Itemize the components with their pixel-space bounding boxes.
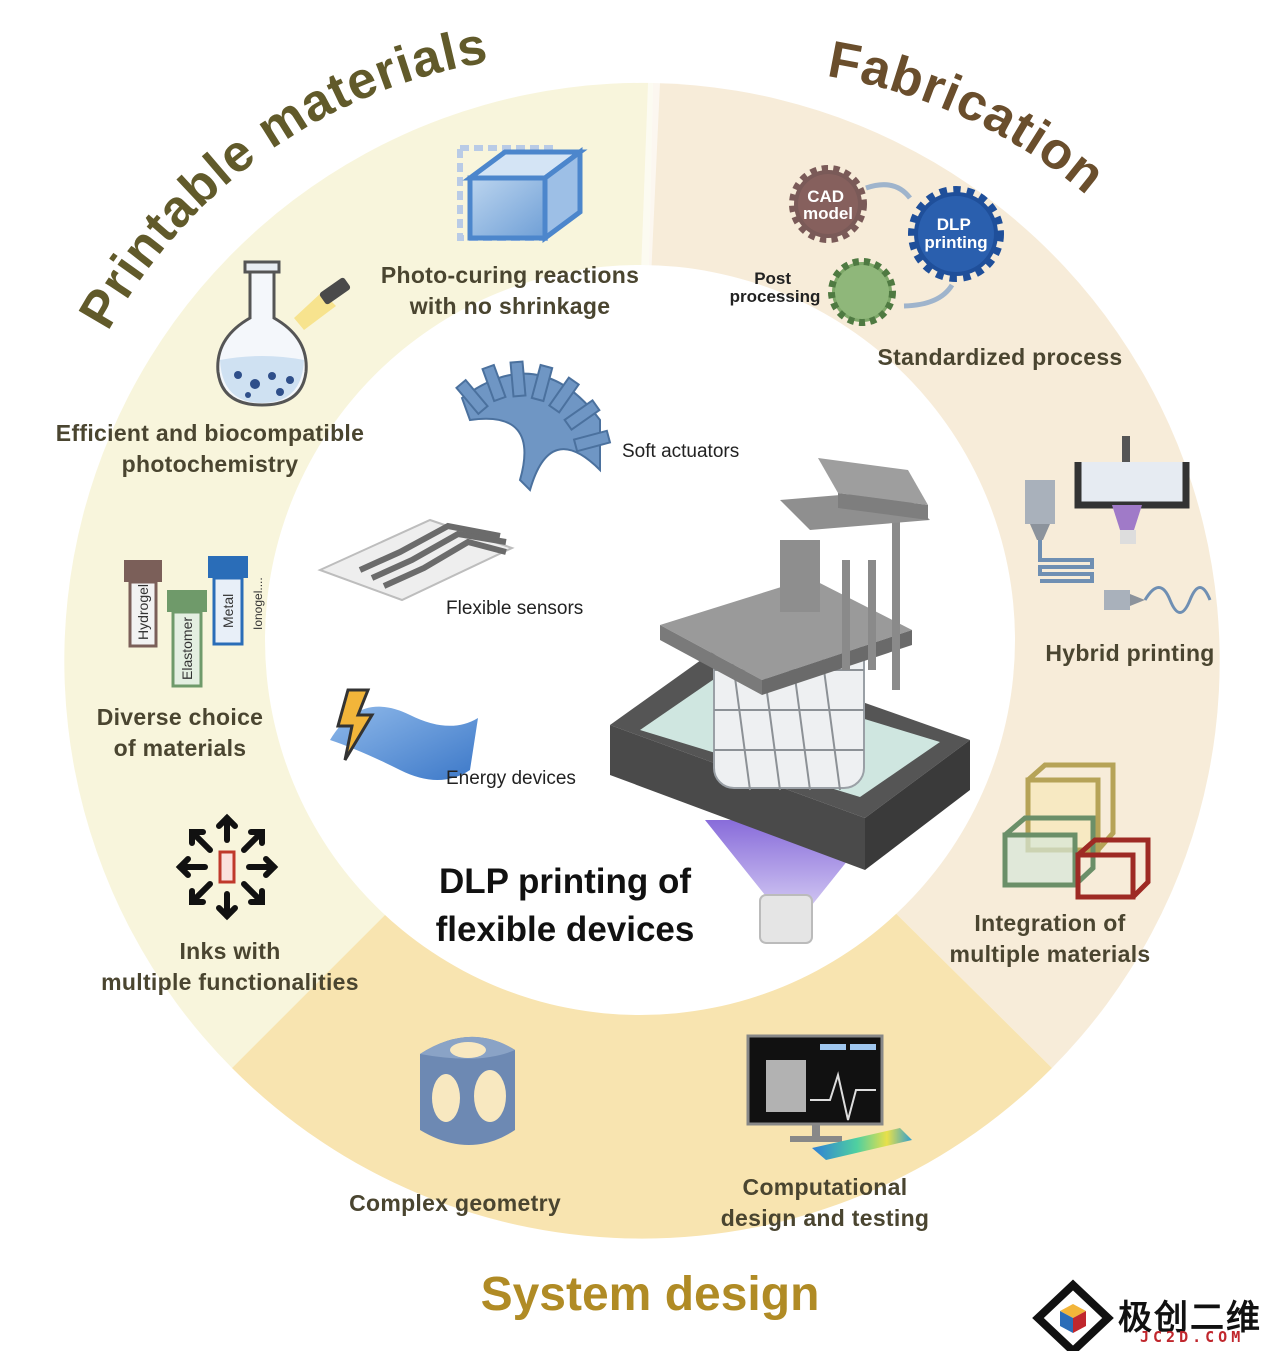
label-diverse-line1: Diverse choice [96, 704, 264, 730]
label-photo-curing-line2: with no shrinkage [409, 293, 611, 319]
label-diverse-line2: of materials [113, 735, 247, 761]
center-title-line2: flexible devices [435, 910, 695, 949]
label-standardized-text: Standardized process [877, 344, 1123, 370]
watermark-logo-icon [1032, 1279, 1114, 1356]
lattice-cube-icon [420, 1036, 515, 1145]
vial-icon-metal [208, 556, 248, 646]
flask-icon [216, 260, 308, 407]
label-inks: Inks with multiple functionalities [80, 936, 380, 998]
section-title-system: System design [481, 1268, 820, 1321]
label-complex: Complex geometry [330, 1188, 580, 1219]
label-hybrid-text: Hybrid printing [1045, 640, 1215, 666]
label-photo-curing: Photo-curing reactions with no shrinkage [360, 260, 660, 322]
label-integration-line1: Integration of [974, 910, 1126, 936]
flashlight-icon [294, 277, 351, 330]
vial-label-hydrogel: Hydrogel [135, 584, 151, 640]
label-standardized: Standardized process [860, 342, 1140, 373]
gear-label-dlp: DLP printing [924, 215, 987, 252]
gear-icon-cad [789, 165, 867, 243]
gear-label-post: Post processing [730, 269, 821, 306]
lightning-icon [336, 688, 375, 761]
multi-cube-icon [1002, 762, 1151, 900]
vial-label-elastomer: Elastomer [179, 617, 195, 680]
cube-outline-icon [457, 145, 588, 243]
label-photochemistry-line1: Efficient and biocompatible [55, 420, 365, 446]
hybrid-printer-icon [1025, 436, 1212, 614]
label-diverse: Diverse choice of materials [70, 702, 290, 764]
printer-icon [610, 458, 970, 944]
label-hybrid: Hybrid printing [1030, 638, 1230, 669]
label-photo-curing-line1: Photo-curing reactions [380, 262, 640, 288]
divider-top [640, 83, 660, 300]
gear-icon-dlp [908, 186, 1004, 282]
label-photochemistry: Efficient and biocompatible photochemist… [40, 418, 380, 480]
soft-actuator-icon [455, 360, 612, 492]
arrows-burst-icon [175, 813, 279, 921]
vial-label-ionogel: Ionogel.... [251, 577, 265, 630]
vial-icon-hydrogel [124, 560, 162, 648]
label-flexible-sensors: Flexible sensors [446, 598, 584, 619]
vial-icon-elastomer [167, 590, 207, 688]
label-complex-text: Complex geometry [349, 1190, 561, 1216]
center-title: DLP printing of flexible devices [400, 858, 730, 954]
gear-label-cad: CAD model [803, 187, 853, 223]
gear-icon-post [828, 258, 896, 326]
label-computational: Computational design and testing [700, 1172, 950, 1234]
label-computational-line2: design and testing [720, 1205, 930, 1231]
label-computational-line1: Computational [742, 1174, 908, 1200]
label-integration-line2: multiple materials [949, 941, 1151, 967]
energy-device-icon [330, 688, 478, 780]
label-energy-devices: Energy devices [446, 768, 576, 789]
center-title-line1: DLP printing of [438, 862, 692, 901]
monitor-icon [746, 1034, 912, 1160]
label-inks-line2: multiple functionalities [101, 969, 359, 995]
vial-label-metal: Metal [220, 594, 236, 628]
label-photochemistry-line2: photochemistry [121, 451, 299, 477]
label-integration: Integration of multiple materials [930, 908, 1170, 970]
watermark-sub: JC2D.COM [1140, 1328, 1245, 1346]
label-soft-actuators: Soft actuators [622, 441, 740, 462]
watermark-text: 极创二维 [1118, 1299, 1262, 1337]
label-inks-line1: Inks with [179, 938, 281, 964]
flexible-sensor-icon [317, 518, 515, 602]
arrow-icon [865, 182, 955, 309]
